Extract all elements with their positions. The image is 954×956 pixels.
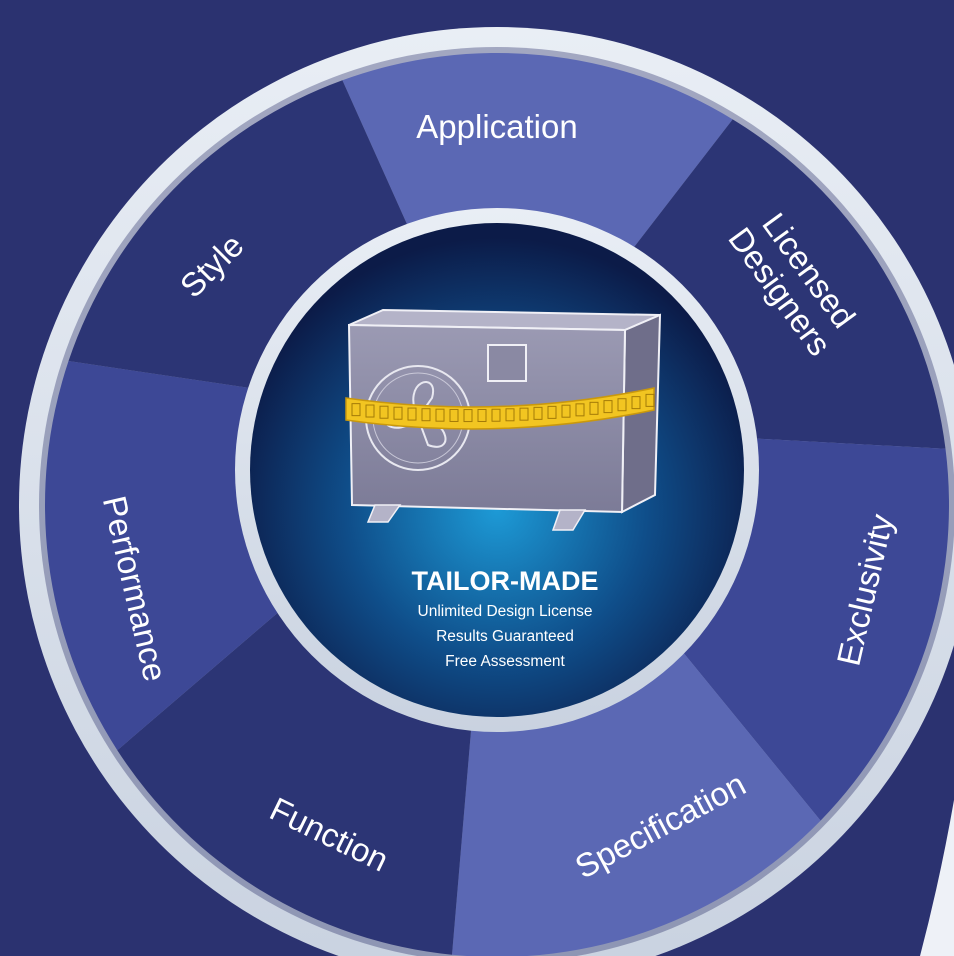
segment-performance	[45, 361, 283, 751]
tape-tick	[365, 404, 375, 418]
tape-tick	[351, 403, 361, 417]
tape-tick	[603, 400, 613, 414]
segment-application	[342, 53, 733, 253]
tape-tick	[407, 407, 417, 421]
tape-tick	[645, 393, 655, 407]
tape-tick	[589, 401, 599, 415]
tape-tick	[477, 408, 487, 422]
tape-tick	[393, 406, 403, 420]
corner-highlight	[920, 800, 954, 956]
tape-tick	[631, 396, 641, 410]
center-line-3: Free Assessment	[445, 653, 565, 670]
center-title: TAILOR-MADE	[412, 566, 599, 596]
tape-tick	[435, 408, 445, 422]
tape-tick	[505, 408, 515, 422]
tape-tick	[519, 407, 529, 421]
segment-label-application: Application	[416, 108, 577, 145]
tape-tick	[449, 408, 459, 422]
tape-tick	[491, 408, 501, 422]
tape-tick	[561, 404, 571, 418]
measuring-tape-icon	[345, 387, 655, 430]
tape-tick	[533, 406, 543, 420]
segment-function	[117, 608, 472, 955]
segment-licensed-designers	[629, 119, 946, 449]
tape-tick	[575, 403, 585, 417]
tape-tick	[547, 405, 557, 419]
segment-style	[68, 80, 410, 389]
tape-tick	[463, 409, 473, 423]
tape-tick	[421, 408, 431, 422]
tape-tick	[617, 398, 627, 412]
center-line-2: Results Guaranteed	[436, 628, 574, 645]
tape-tick	[379, 405, 389, 419]
center-line-1: Unlimited Design License	[418, 603, 593, 620]
